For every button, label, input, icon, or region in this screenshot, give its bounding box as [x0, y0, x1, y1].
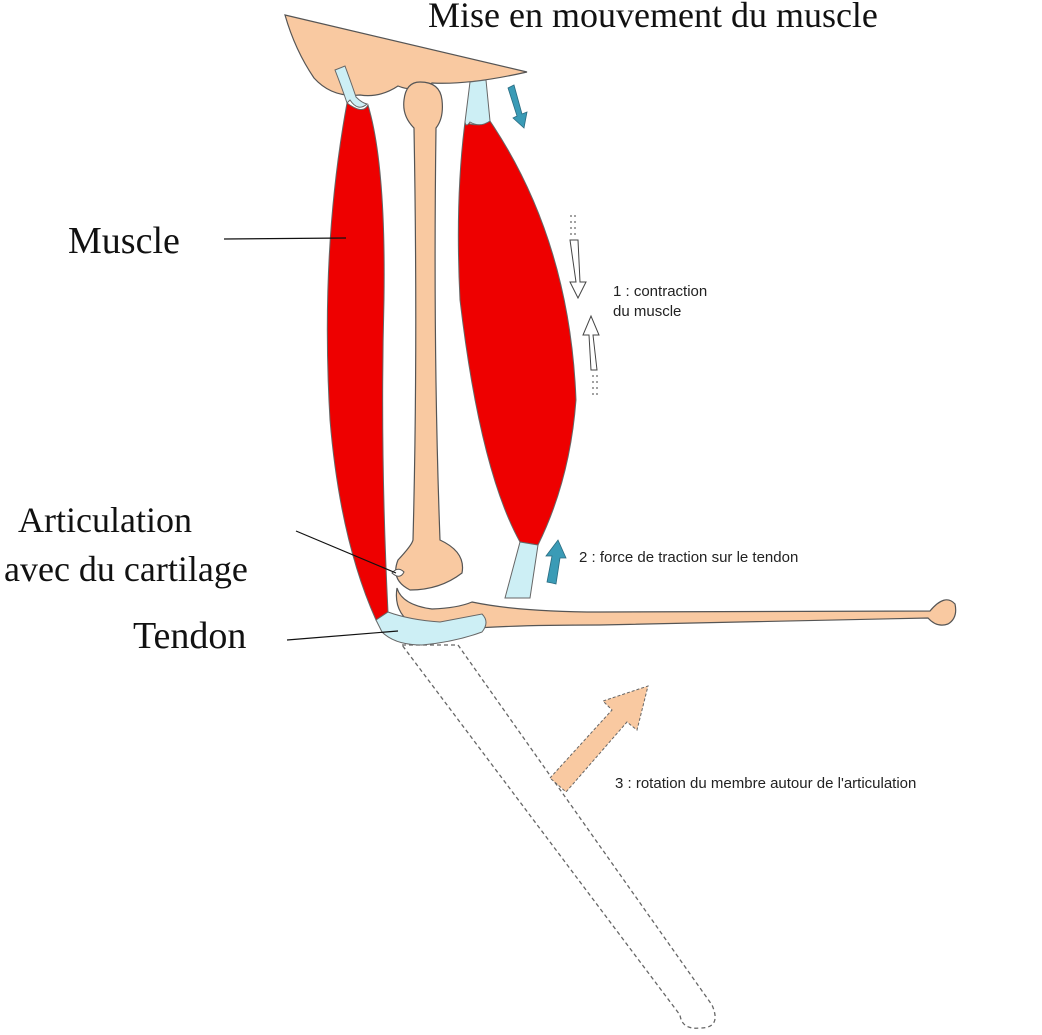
blue-arrow-down-icon: [508, 85, 527, 128]
left-muscle: [327, 103, 388, 620]
articulation-label-line2: avec du cartilage: [4, 549, 248, 589]
muscle-label: Muscle: [68, 220, 180, 262]
right-muscle: [458, 121, 576, 545]
right-upper-tendon: [465, 80, 490, 125]
contraction-arrow-up-icon: [583, 316, 599, 394]
muscle-leader-line: [224, 238, 346, 239]
step1-annotation-line1: 1 : contraction: [613, 283, 707, 300]
articulation-label-line1: Articulation: [18, 500, 192, 540]
tendon-leader-line: [287, 631, 398, 640]
blue-arrow-up-icon: [546, 540, 566, 584]
step3-annotation: 3 : rotation du membre autour de l'artic…: [615, 775, 916, 792]
contraction-arrow-down-icon: [570, 216, 586, 298]
step1-annotation-line2: du muscle: [613, 303, 681, 320]
right-lower-tendon: [505, 542, 538, 598]
joint-cartilage: [392, 569, 404, 576]
step2-annotation: 2 : force de traction sur le tendon: [579, 549, 798, 566]
upper-arm-bone: [396, 82, 463, 590]
forearm-rotated-outline: [402, 645, 715, 1028]
diagram-title: Mise en mouvement du muscle: [428, 0, 878, 35]
tendon-label: Tendon: [133, 615, 246, 657]
